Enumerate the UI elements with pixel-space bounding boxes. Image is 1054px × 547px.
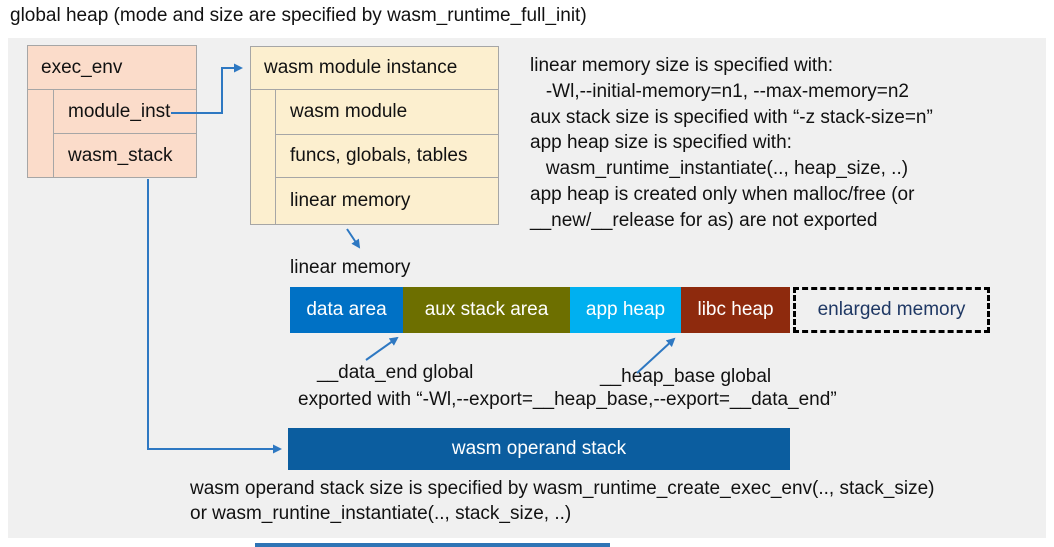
module-instance-row-linear-memory: linear memory — [290, 190, 411, 211]
wasm-operand-stack-label: wasm operand stack — [451, 438, 627, 459]
note-line: app heap size is specified with: — [530, 132, 792, 154]
exec-env-body: module_inst wasm_stack — [28, 90, 196, 177]
data-end-global-label: __data_end global — [317, 362, 474, 383]
exec-env-header: exec_env — [28, 46, 196, 90]
segment-app-heap: app heap — [570, 287, 681, 333]
bottom-blue-strip — [255, 543, 610, 547]
module-instance-row-funcs-globals-tables: funcs, globals, tables — [276, 135, 498, 178]
exported-flags-label: exported with “-Wl,--export=__heap_base,… — [298, 389, 837, 410]
exec-env-row-module-inst: module_inst — [54, 90, 196, 134]
segment-aux-stack-area: aux stack area — [403, 287, 570, 333]
module-instance-body: wasm module funcs, globals, tables linea… — [251, 90, 498, 224]
exec-env-indent-strip — [28, 90, 54, 177]
wasm-operand-stack-box: wasm operand stack — [288, 428, 790, 470]
segment-libc-heap: libc heap — [681, 287, 790, 333]
segment-enlarged-memory: enlarged memory — [793, 287, 990, 333]
footer-block: wasm operand stack size is specified by … — [190, 477, 935, 526]
heap-base-global-label: __heap_base global — [600, 366, 772, 387]
exec-env-row-wasm-stack: wasm_stack — [68, 144, 173, 166]
linear-memory-bar: data area aux stack area app heap libc h… — [290, 287, 790, 333]
exec-env-box: exec_env module_inst wasm_stack — [27, 45, 197, 178]
note-line: __new/__release for as) are not exported — [530, 209, 878, 231]
note-line: aux stack size is specified with “-z sta… — [530, 106, 933, 128]
module-instance-header: wasm module instance — [251, 47, 498, 90]
module-instance-box: wasm module instance wasm module funcs, … — [250, 46, 499, 225]
footer-line-2: or wasm_runtine_instantiate(.., stack_si… — [190, 502, 572, 524]
note-line: app heap is created only when malloc/fre… — [530, 183, 915, 205]
module-instance-row-wasm-module: wasm module — [276, 90, 498, 135]
note-line: linear memory size is specified with: — [530, 55, 834, 76]
notes-block: linear memory size is specified with: -W… — [530, 53, 933, 234]
module-instance-indent-strip — [251, 90, 276, 224]
linear-memory-label: linear memory — [290, 257, 411, 278]
diagram-title: global heap (mode and size are specified… — [10, 5, 587, 26]
segment-data-area: data area — [290, 287, 403, 333]
note-line: wasm_runtime_instantiate(.., heap_size, … — [530, 158, 909, 180]
footer-line-1: wasm operand stack size is specified by … — [190, 478, 935, 499]
note-line: -Wl,--initial-memory=n1, --max-memory=n2 — [530, 80, 909, 102]
